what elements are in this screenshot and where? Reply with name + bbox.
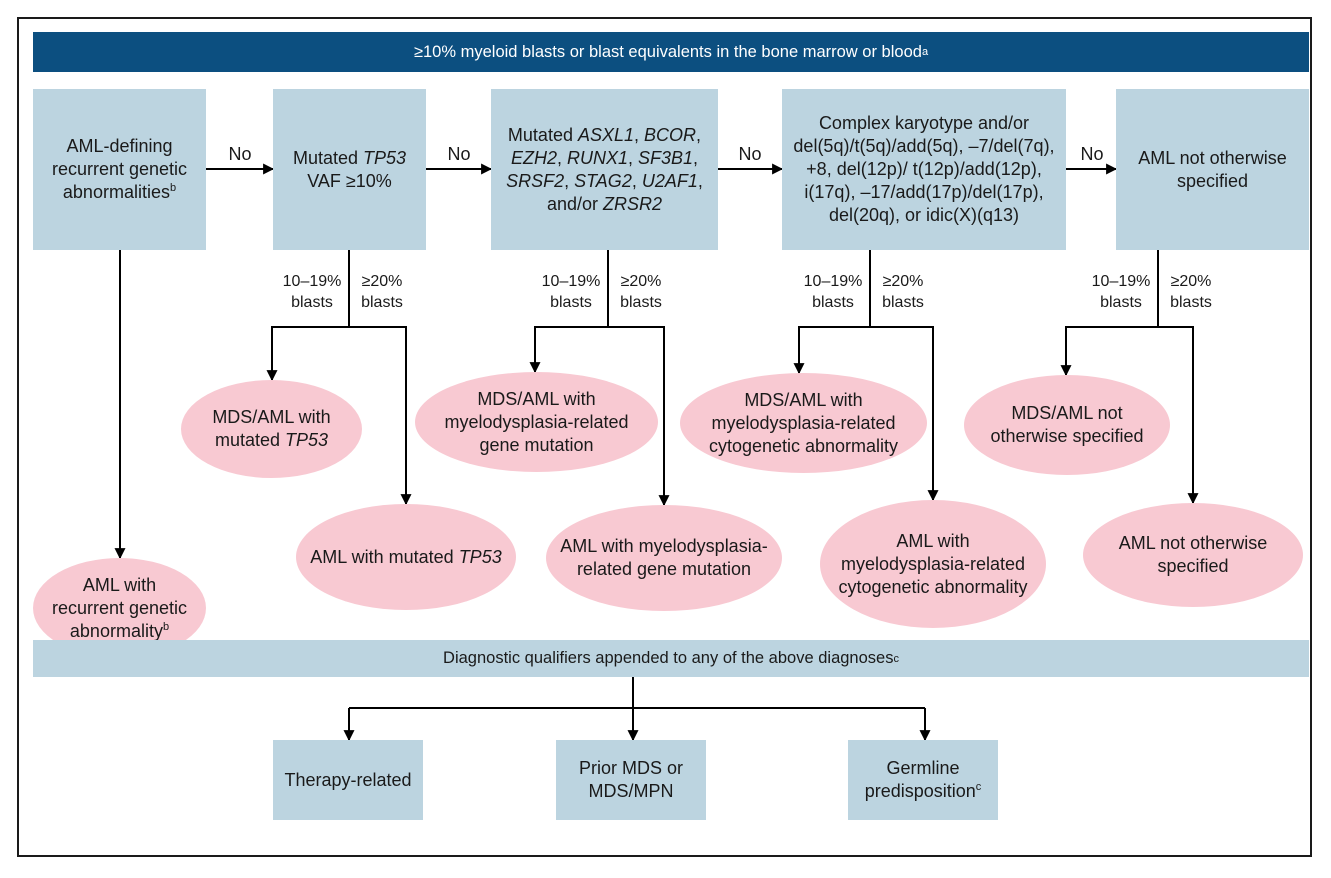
blast-high-label-col2: ≥20%blasts — [361, 273, 403, 311]
branch-col4-mds — [793, 326, 870, 375]
oval-aml-nos-text: AML not otherwise specified — [1118, 533, 1268, 576]
blast-high-label-col4: ≥20%blasts — [882, 273, 924, 311]
oval-mds-aml-mr-gene: MDS/AML with myelodysplasia-related gene… — [415, 372, 658, 472]
decision-aml-defining: AML-defining recurrent genetic abnormali… — [33, 89, 206, 250]
oval-mds-aml-nos-text: MDS/AML not otherwise specified — [990, 403, 1144, 446]
blast-low-label-col4: 10–19%blasts — [803, 273, 863, 311]
decision-mr-gene: Mutated ASXL1, BCOR, EZH2, RUNX1, SF3B1,… — [491, 89, 718, 250]
qualifier-germline: Germline predispositionc — [848, 740, 998, 820]
blast-low-label-col5: 10–19%blasts — [1091, 273, 1151, 311]
oval-mds-aml-mr-cytogenetic: MDS/AML with myelodysplasia-related cyto… — [680, 373, 927, 473]
qualifiers-header-text: Diagnostic qualifiers appended to any of… — [443, 649, 894, 667]
decision-aml-nos-text: AML not otherwise specified — [1138, 147, 1287, 191]
decision-tp53-text: Mutated TP53 VAF ≥10% — [292, 147, 407, 191]
blast-high-label-col3: ≥20%blasts — [620, 273, 662, 311]
oval-mds-aml-mr-cytogenetic-text: MDS/AML with myelodysplasia-related cyto… — [708, 389, 899, 456]
oval-aml-nos: AML not otherwise specified — [1083, 503, 1303, 607]
decision-aml-nos: AML not otherwise specified — [1116, 89, 1309, 250]
blast-high-label-col5: ≥20%blasts — [1170, 273, 1212, 311]
no-label-1: No — [228, 144, 252, 164]
no-label-4: No — [1080, 144, 1104, 164]
oval-mds-aml-mr-gene-text: MDS/AML with myelodysplasia-related gene… — [444, 388, 629, 455]
qualifier-therapy-related-text: Therapy-related — [284, 769, 412, 790]
blast-low-label-col3: 10–19%blasts — [541, 273, 601, 311]
branch-col5-aml — [1158, 326, 1199, 505]
decision-mr-cytogenetic: Complex karyotype and/or del(5q)/t(5q)/a… — [782, 89, 1066, 250]
branch-col4-aml — [870, 326, 939, 502]
oval-aml-tp53-text: AML with mutated TP53 — [310, 546, 502, 567]
banner-text: ≥10% myeloid blasts or blast equivalents… — [413, 42, 922, 61]
branch-col3-mds — [529, 326, 608, 374]
no-label-2: No — [447, 144, 471, 164]
oval-aml-mr-cytogenetic-text: AML with myelodysplasia-related cytogene… — [838, 530, 1028, 597]
oval-mds-aml-nos: MDS/AML not otherwise specified — [964, 375, 1170, 475]
no-label-3: No — [738, 144, 762, 164]
oval-aml-mr-gene-text: AML with myelodysplasia-related gene mut… — [560, 536, 768, 579]
decision-mr-gene-text: Mutated ASXL1, BCOR, EZH2, RUNX1, SF3B1,… — [506, 124, 703, 214]
branch-col2-aml — [349, 326, 412, 506]
oval-aml-recurrent-text: AML with recurrent genetic abnormalityb — [51, 574, 188, 641]
oval-aml-mr-cytogenetic: AML with myelodysplasia-related cytogene… — [820, 500, 1046, 628]
decision-aml-defining-text: AML-defining recurrent genetic abnormali… — [51, 136, 188, 202]
branch-col5-mds — [1060, 326, 1158, 377]
qualifier-prior-mds: Prior MDS or MDS/MPN — [556, 740, 706, 820]
oval-aml-tp53: AML with mutated TP53 — [296, 504, 516, 610]
qualifier-prior-mds-text: Prior MDS or MDS/MPN — [578, 758, 683, 801]
oval-mds-aml-tp53-text: MDS/AML with mutated TP53 — [212, 407, 331, 450]
blast-low-label-col2: 10–19%blasts — [282, 273, 342, 311]
oval-mds-aml-tp53: MDS/AML with mutated TP53 — [181, 380, 362, 478]
qualifier-therapy-related: Therapy-related — [273, 740, 423, 820]
branch-col3-aml — [608, 326, 670, 507]
figure-frame — [17, 17, 1312, 857]
oval-aml-mr-gene: AML with myelodysplasia-related gene mut… — [546, 505, 782, 611]
decision-tp53: Mutated TP53 VAF ≥10% — [273, 89, 426, 250]
branch-col2-mds — [266, 326, 349, 382]
inclusion-criteria-banner: ≥10% myeloid blasts or blast equivalents… — [33, 32, 1309, 72]
qualifier-germline-text: Germline predispositionc — [864, 758, 982, 801]
decision-mr-cytogenetic-text: Complex karyotype and/or del(5q)/t(5q)/a… — [793, 113, 1055, 225]
qualifiers-header: Diagnostic qualifiers appended to any of… — [33, 640, 1309, 677]
